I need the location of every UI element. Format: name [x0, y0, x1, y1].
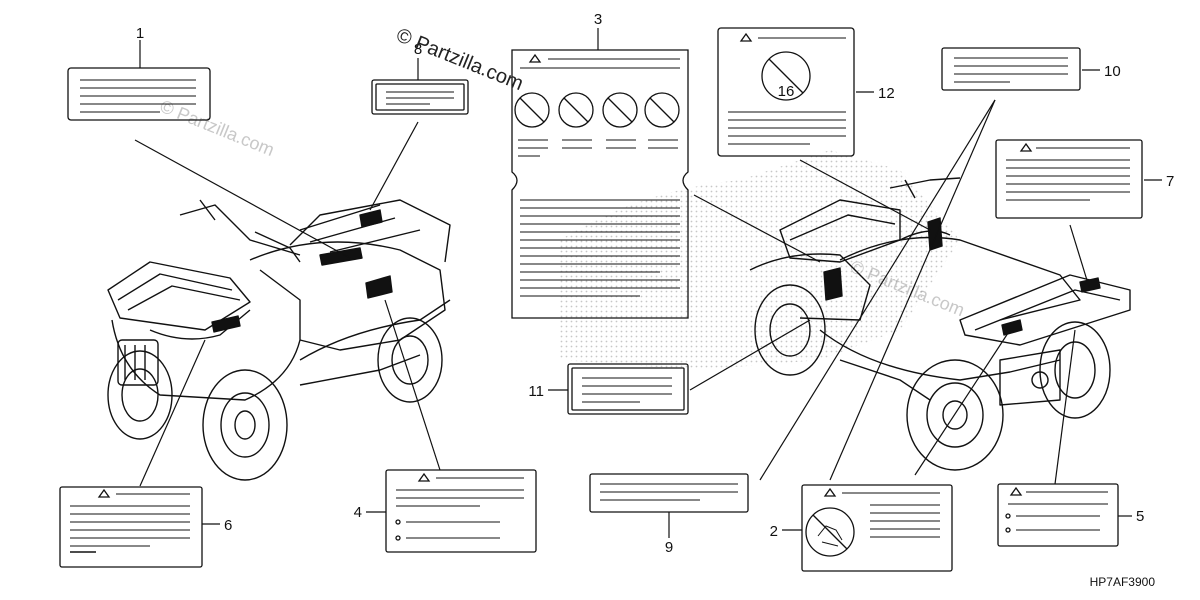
dotted-background-mark [560, 150, 960, 370]
callout-3: 3 [594, 11, 602, 28]
label-9-illustration [589, 473, 749, 513]
callout-5: 5 [1136, 508, 1144, 525]
callout-7: 7 [1166, 173, 1174, 190]
label-4-illustration [385, 469, 537, 553]
callout-8: 8 [414, 41, 422, 58]
leader-10-second [759, 99, 996, 481]
label-8-illustration [371, 79, 469, 115]
leader-11-target [689, 319, 811, 391]
leader-5-target [1054, 329, 1076, 485]
callout-9: 9 [665, 539, 673, 556]
callout-11: 11 [528, 383, 544, 400]
leader-6-target [139, 339, 206, 487]
callout-12: 12 [878, 85, 895, 102]
callout-10: 10 [1104, 63, 1121, 80]
callout-1: 1 [136, 25, 144, 42]
leader-8-target [369, 121, 419, 211]
leader-10-target [829, 99, 996, 481]
label-3-illustration [511, 49, 689, 319]
leader-2-target [914, 329, 1011, 476]
label-12-illustration: 16 [717, 27, 855, 157]
leader-4-target [384, 299, 441, 471]
diagram-code: HP7AF3900 [1090, 575, 1156, 589]
leader-7-target [1069, 224, 1091, 291]
callout-4: 4 [354, 504, 362, 521]
label-5-illustration [997, 483, 1119, 547]
label-1-illustration [67, 67, 211, 121]
callout-2: 2 [770, 523, 778, 540]
atv-rear-illustration [749, 177, 1131, 471]
callout-numbers: 1 2 3 4 5 6 7 8 9 10 11 12 [136, 11, 1175, 556]
label-10-illustration [941, 47, 1081, 91]
callout-6: 6 [224, 517, 232, 534]
label-11-illustration [567, 363, 689, 415]
watermark-faint: © Partzilla.com [157, 96, 277, 160]
age-sign-number: 16 [778, 83, 795, 100]
leader-3-target [693, 194, 821, 263]
label-2-illustration [801, 484, 953, 572]
atv-front-illustration [107, 199, 451, 481]
leader-12-target [799, 159, 931, 231]
leader-lines [134, 28, 1162, 538]
label-7-illustration [995, 139, 1143, 219]
label-6-illustration [59, 486, 203, 568]
leader-1-target [134, 139, 351, 259]
